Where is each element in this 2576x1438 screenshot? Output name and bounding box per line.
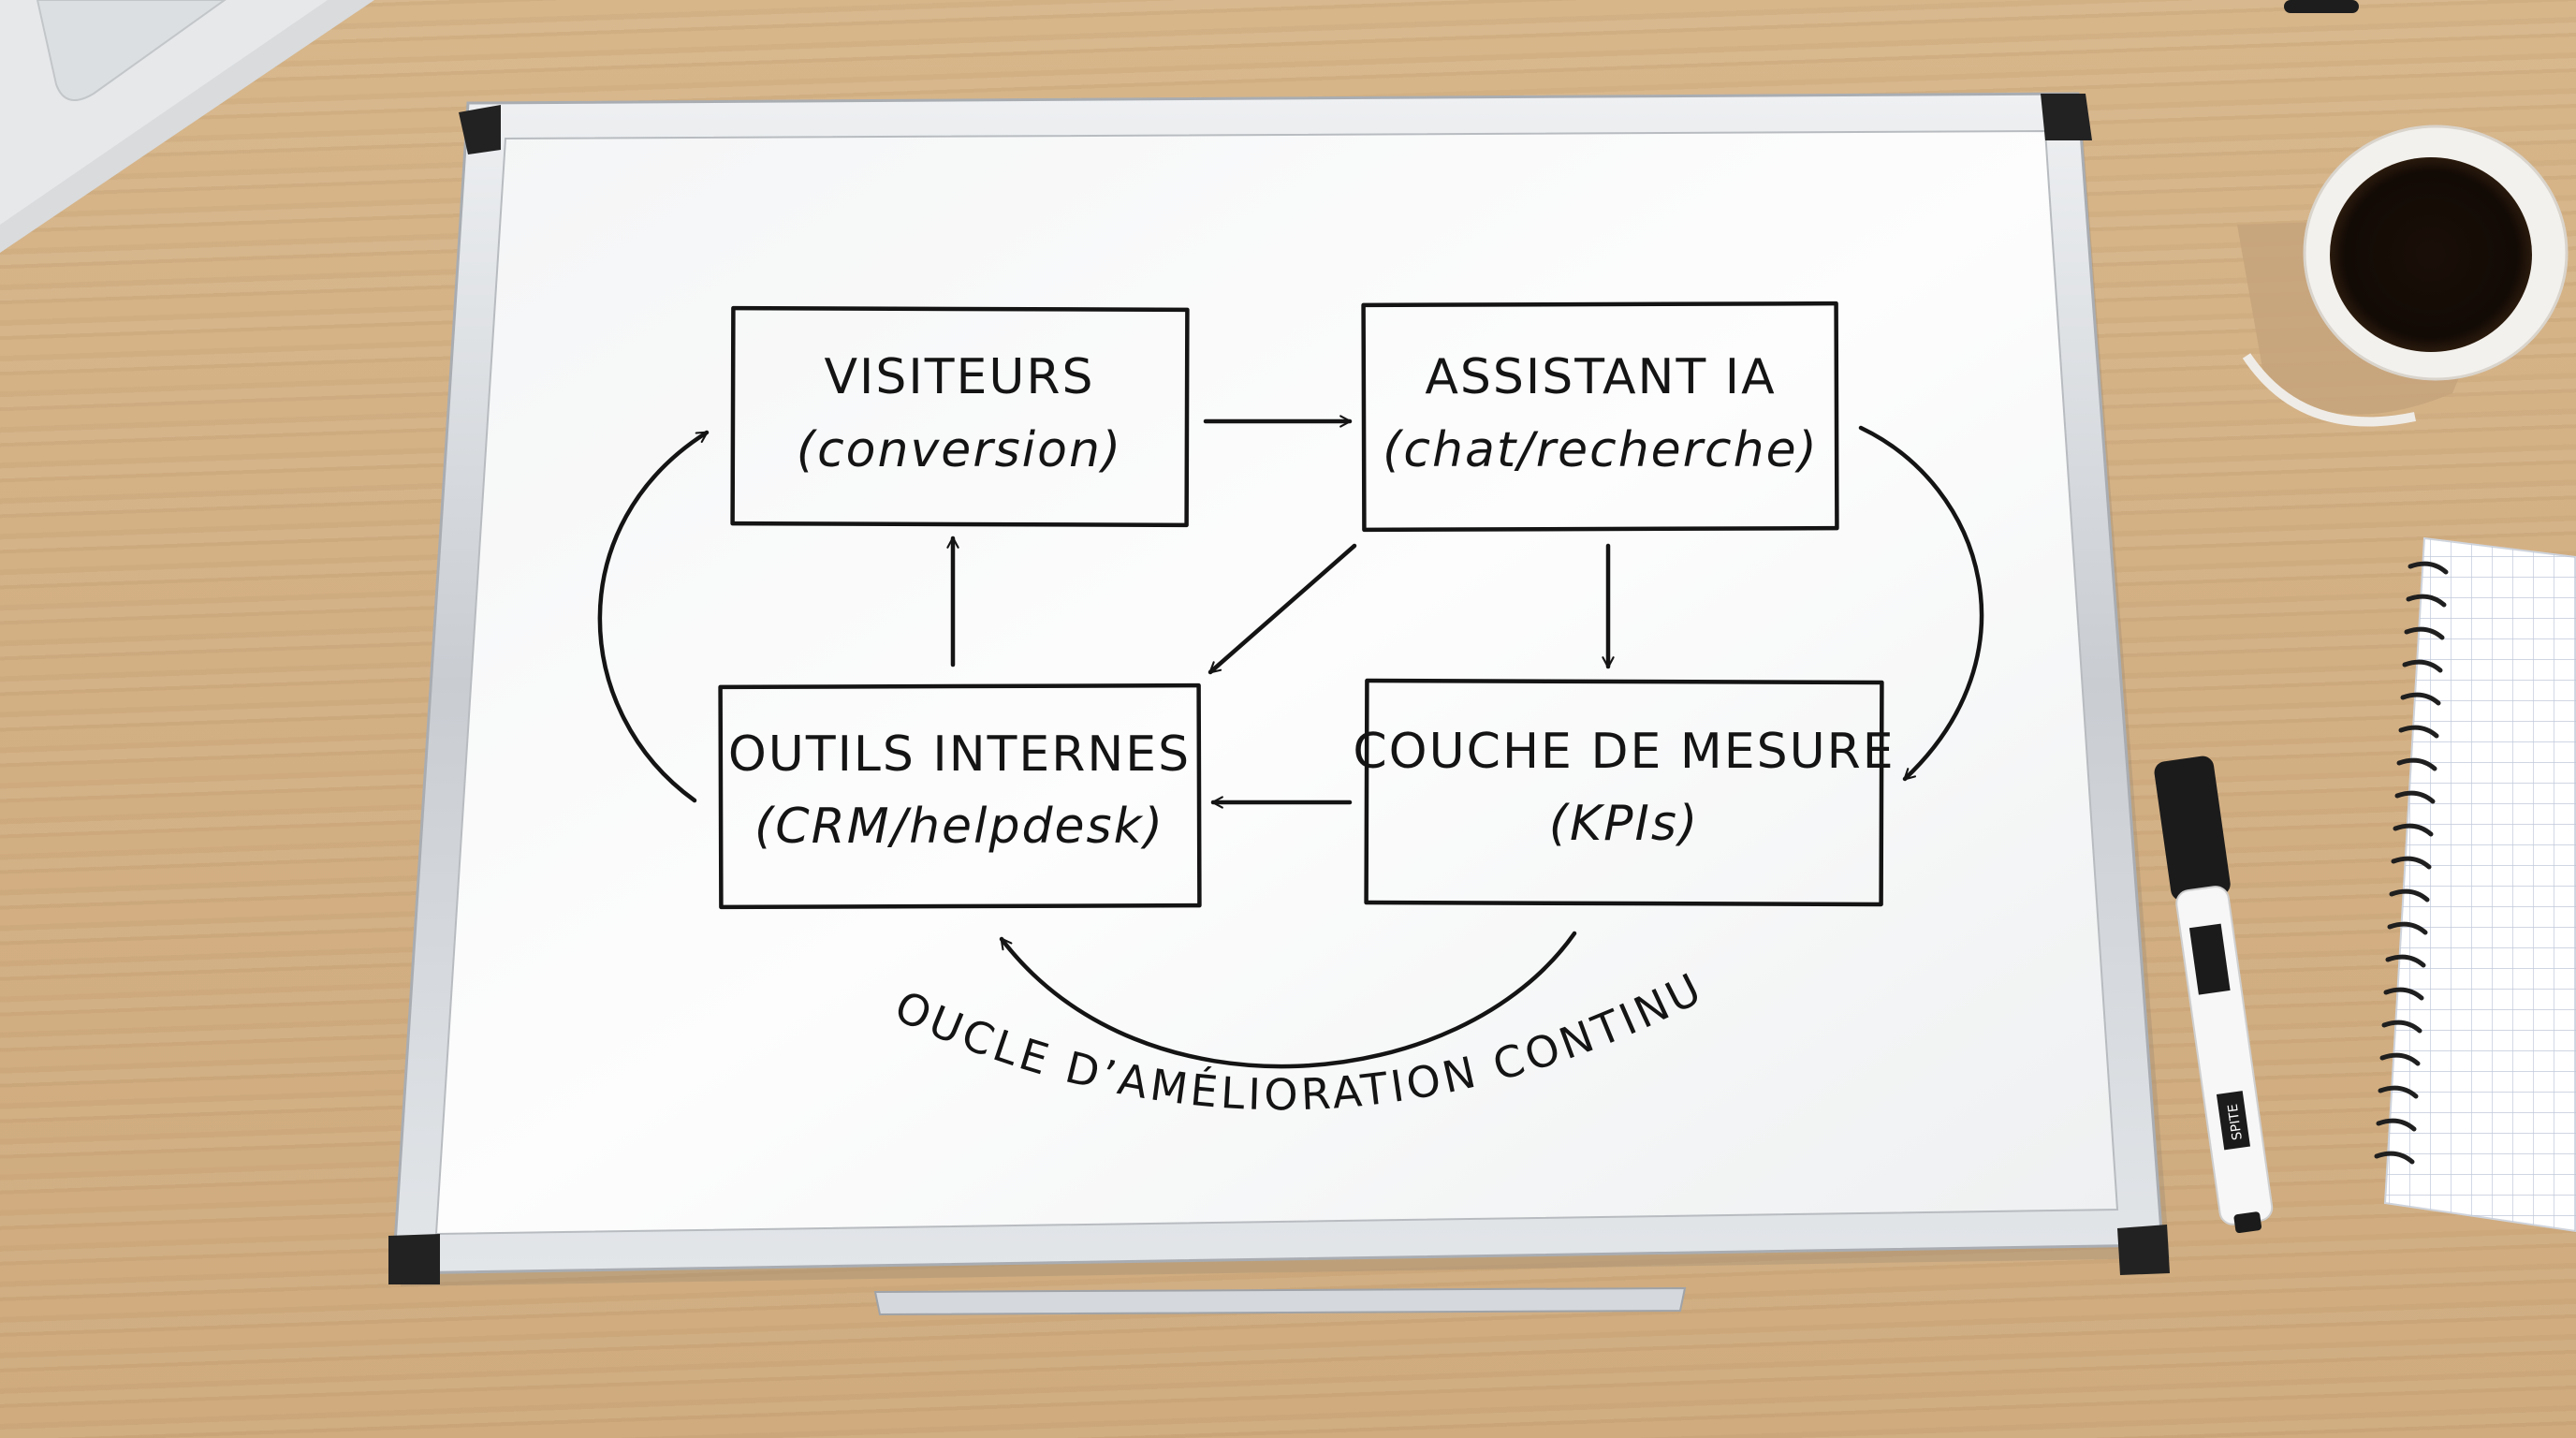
node-assistant: ASSISTANT IA (chat/recherche) <box>1361 301 1839 533</box>
notebook <box>2374 536 2576 1233</box>
node-visiteurs-title: VISITEURS <box>824 349 1094 405</box>
laptop-corner <box>0 0 374 253</box>
node-assistant-title: ASSISTANT IA <box>1425 349 1776 405</box>
node-assistant-subtitle: (chat/recherche) <box>1383 422 1819 478</box>
node-mesure-title: COUCHE DE MESURE <box>1353 724 1895 780</box>
node-mesure-subtitle: (KPIs) <box>1549 796 1699 852</box>
node-outils-subtitle: (CRM/helpdesk) <box>754 799 1164 855</box>
marker-brand: SPITE <box>2226 1103 2246 1141</box>
whiteboard <box>388 92 2170 1316</box>
whiteboard-marker: SPITE <box>2154 756 2274 1234</box>
coffee-cup <box>2237 125 2569 427</box>
node-outils: OUTILS INTERNES (CRM/helpdesk) <box>718 682 1202 910</box>
pen-cap-corner <box>2284 0 2359 13</box>
diagram-arrows <box>597 415 1984 1069</box>
node-visiteurs: VISITEURS (conversion) <box>730 305 1190 528</box>
node-outils-title: OUTILS INTERNES <box>728 726 1191 783</box>
edge-mesure-outils-curved <box>999 931 1577 1069</box>
edge-assistant-outils <box>1208 543 1357 675</box>
edge-assistant-mesure-curved <box>1858 425 1984 782</box>
node-visiteurs-subtitle: (conversion) <box>797 422 1122 478</box>
node-mesure: COUCHE DE MESURE (KPIs) <box>1353 678 1895 907</box>
edge-outils-visiteurs-curved <box>597 430 710 803</box>
